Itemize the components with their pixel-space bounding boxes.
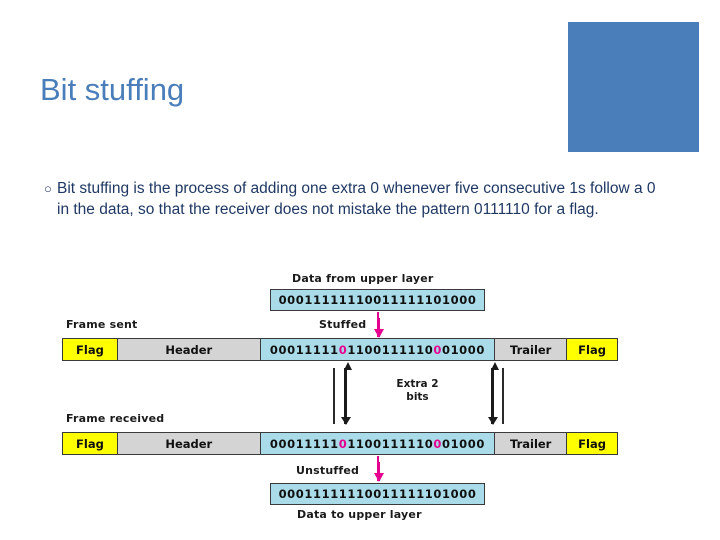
- frame-sent-cell-trailer: Trailer: [495, 339, 568, 360]
- extra-bits-note: Extra 2 bits: [355, 368, 480, 410]
- frame-sent-data-segment-4: 01000: [441, 342, 485, 357]
- label-unstuffed: Unstuffed: [296, 464, 360, 477]
- frame-sent-data-segment-0: 00011111: [269, 342, 339, 357]
- frame-received-cell-header: Header: [117, 433, 261, 454]
- caption-frame-sent: Frame sent: [66, 318, 138, 331]
- frame-received-cell-flag-end: Flag: [567, 433, 618, 454]
- frame-sent-data-segment-3: 0: [433, 342, 442, 357]
- frame-sent-cell-header: Header: [117, 339, 261, 360]
- extra-bits-line-2: bits: [406, 391, 429, 403]
- extra-bits-bracket-left: [333, 368, 335, 424]
- bullet-list-item: ○ Bit stuffing is the process of adding …: [44, 178, 664, 220]
- caption-frame-received: Frame received: [66, 412, 165, 425]
- bullet-item-label: Bit stuffing is the process of adding on…: [57, 180, 656, 218]
- bullet-circle-icon: ○: [44, 181, 52, 196]
- frame-received-data-segment-0: 00011111: [269, 436, 339, 451]
- frame-received-data-segment-4: 01000: [441, 436, 485, 451]
- frame-received-data-segment-1: 0: [338, 436, 348, 451]
- accent-block: [568, 22, 699, 152]
- stuffed-bit-marker-1-icon: [344, 362, 352, 370]
- caption-data-from-upper-layer: Data from upper layer: [292, 272, 434, 285]
- to-upper-layer-bit-string: 00011111110011111101000: [270, 483, 485, 505]
- frame-sent-data-segment-1: 0: [338, 342, 348, 357]
- extra-bits-line-1: Extra 2: [396, 378, 439, 390]
- page-title: Bit stuffing: [40, 72, 185, 107]
- frame-sent-data-segment-2: 1100111110: [347, 342, 434, 357]
- frame-sent-cell-flag-end: Flag: [567, 339, 618, 360]
- extra-bits-bracket-right: [502, 368, 504, 424]
- body-content: ○ Bit stuffing is the process of adding …: [44, 178, 664, 220]
- label-stuffed: Stuffed: [319, 318, 367, 331]
- stuffed-bit-marker-2-icon: [491, 362, 499, 370]
- frame-received-cell-trailer: Trailer: [495, 433, 568, 454]
- frame-received-data-segment-3: 0: [433, 436, 442, 451]
- frame-received-data-segment-2: 1100111110: [347, 436, 434, 451]
- upper-layer-bit-string: 00011111110011111101000: [270, 289, 485, 311]
- bit-stuffing-diagram: Data from upper layer 000111111100111111…: [62, 272, 662, 524]
- frame-received-cell-flag: Flag: [63, 433, 118, 454]
- frame-sent-cell-flag: Flag: [63, 339, 118, 360]
- caption-data-to-upper-layer: Data to upper layer: [297, 508, 422, 521]
